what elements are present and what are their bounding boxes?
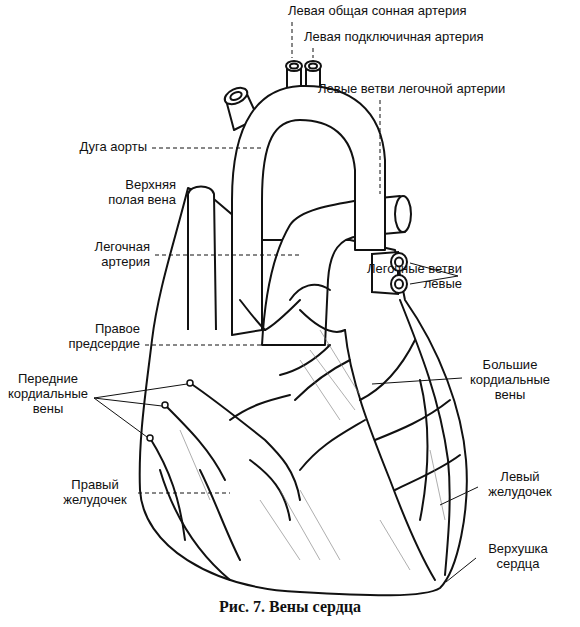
cardiac-veins <box>160 470 230 580</box>
cardiac-veins <box>300 420 365 470</box>
pulmonary-trunk <box>395 196 411 232</box>
cardiac-veins <box>165 405 225 480</box>
vein-stubs <box>147 435 153 441</box>
leader-lines <box>138 493 230 494</box>
cardiac-veins <box>345 330 435 580</box>
muscle-hatching <box>320 330 360 395</box>
cardiac-veins <box>150 285 460 580</box>
cardiac-veins <box>265 300 300 330</box>
aorta <box>286 61 302 71</box>
leader-lines <box>313 48 314 58</box>
part-label: Передние кордиальные вены <box>2 372 94 417</box>
leader-lines <box>94 398 162 406</box>
aorta <box>222 85 250 108</box>
aorta <box>290 64 298 69</box>
cardiac-veins <box>290 285 330 300</box>
aorta <box>309 64 317 69</box>
part-label: Левая подключичная артерия <box>304 30 564 45</box>
leader-lines <box>152 148 262 149</box>
part-label: Правый желудочек <box>55 478 135 508</box>
cardiac-veins <box>230 395 290 420</box>
leader-lines <box>446 558 476 582</box>
vein-stubs <box>187 380 193 386</box>
muscle-hatching <box>380 520 410 570</box>
pulmonary-veins <box>391 275 407 293</box>
part-label: Легочная артерия <box>78 240 150 270</box>
cardiac-veins <box>250 460 290 520</box>
leader-lines <box>372 378 462 384</box>
figure-caption: Рис. 7. Вены сердца <box>0 598 580 616</box>
leader-lines <box>94 263 478 582</box>
muscle-hatching <box>300 360 340 420</box>
muscle-hatching <box>310 350 355 410</box>
leader-lines <box>145 345 330 346</box>
muscle-hatching <box>260 500 300 560</box>
leader-lines <box>155 255 300 256</box>
leader-lines <box>440 487 478 505</box>
cardiac-veins <box>400 300 450 575</box>
leader-lines <box>292 22 293 58</box>
superior-vena-cava <box>188 187 216 331</box>
aorta <box>222 61 385 335</box>
part-label: Верхушка сердца <box>478 542 558 572</box>
part-label: Верхняя полая вена <box>94 178 176 208</box>
aorta <box>232 86 385 335</box>
muscle-hatching <box>430 450 445 520</box>
cardiac-veins <box>420 380 428 520</box>
cardiac-veins <box>200 470 240 560</box>
muscle-hatching <box>180 330 445 570</box>
cardiac-veins <box>240 300 265 330</box>
muscle-hatching <box>280 490 320 560</box>
cardiac-veins <box>280 345 330 375</box>
leader-lines <box>94 398 147 437</box>
superior-vena-cava <box>188 187 216 331</box>
part-label: Левая общая сонная артерия <box>288 4 548 19</box>
aorta <box>229 90 243 101</box>
part-label: Легочные ветви левые <box>354 262 462 292</box>
muscle-hatching <box>300 490 340 560</box>
cardiac-veins <box>375 400 450 440</box>
leader-lines <box>380 100 381 194</box>
cardiac-veins <box>360 340 415 400</box>
aorta <box>305 61 321 71</box>
part-label: Правое предсердие <box>56 322 140 352</box>
part-label: Дуга аорты <box>27 140 147 155</box>
pulmonary-veins <box>395 280 403 289</box>
cardiac-veins <box>300 310 345 332</box>
muscle-hatching <box>180 430 210 500</box>
leader-lines <box>94 384 187 398</box>
part-label: Большие кордиальные вены <box>464 358 556 403</box>
part-label: Левые ветви легочной артерии <box>318 82 568 97</box>
part-label: Левый желудочек <box>480 470 560 500</box>
vein-stubs <box>162 402 168 408</box>
